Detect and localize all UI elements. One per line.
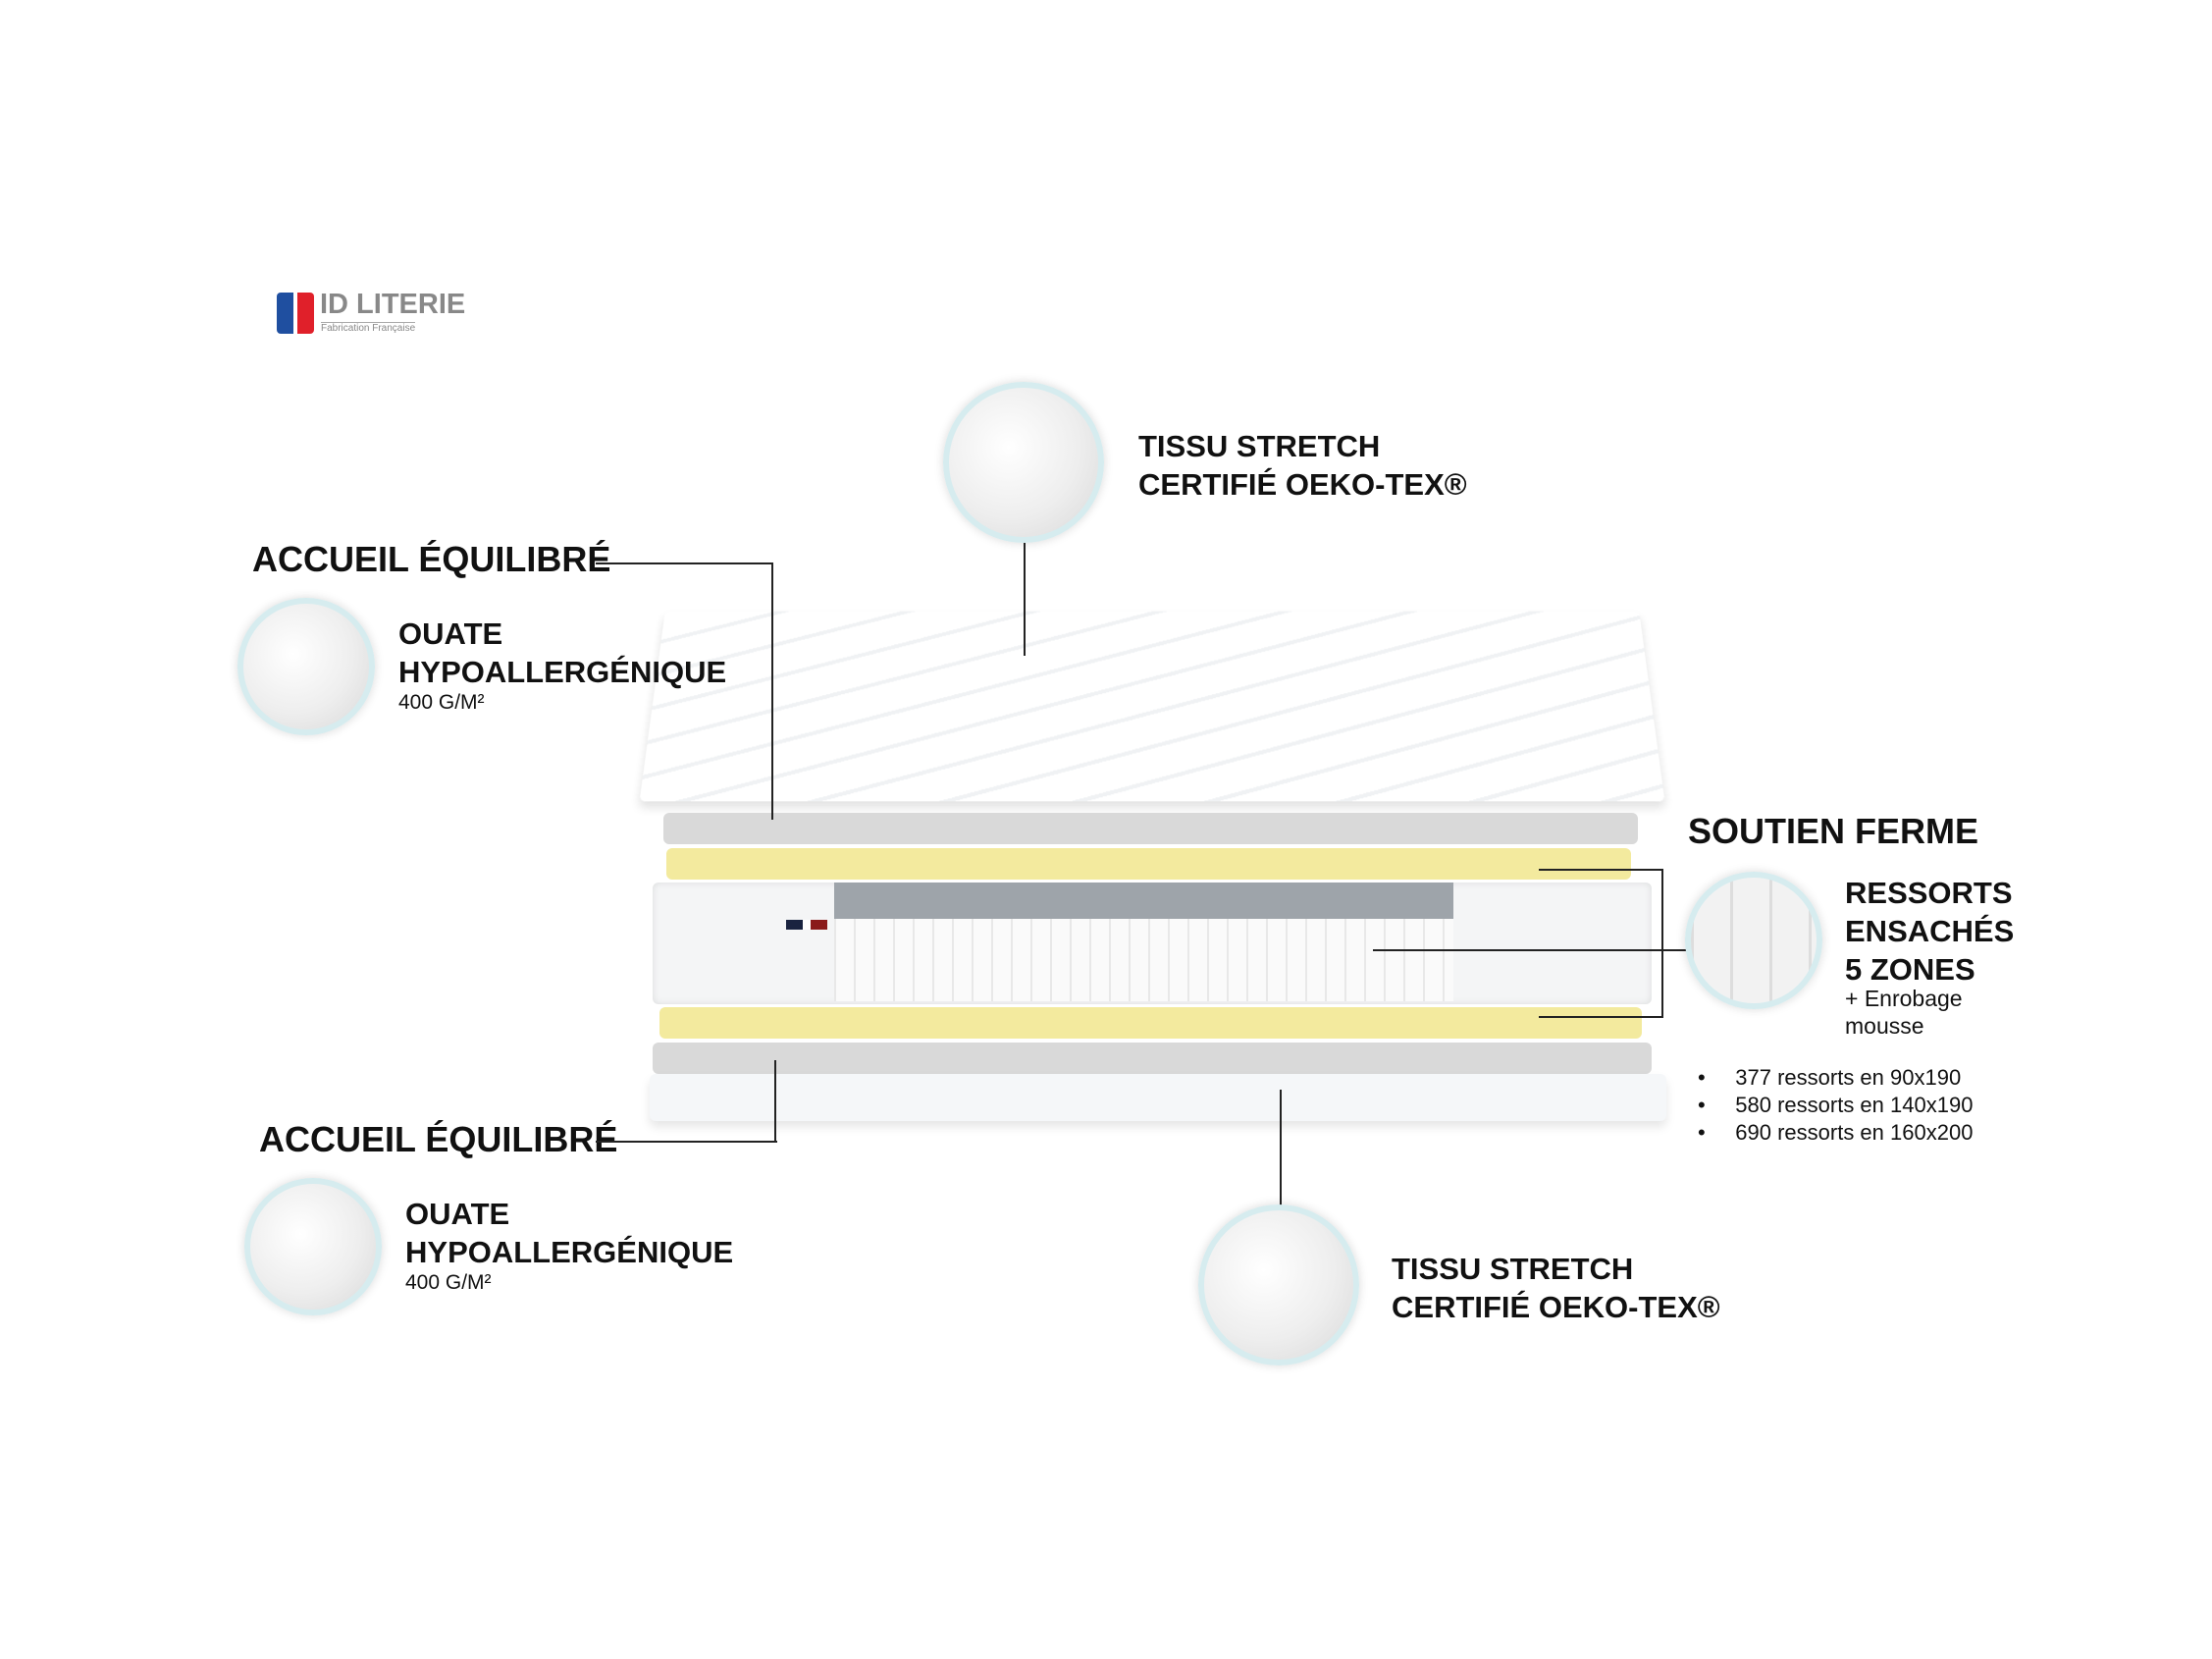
mattress-top-cover xyxy=(640,612,1665,802)
bracket-line xyxy=(1539,869,1663,871)
spring-count-list: • 377 ressorts en 90x190 • 580 ressorts … xyxy=(1698,1064,1973,1147)
felt-layer-top xyxy=(663,813,1638,844)
pocket-springs xyxy=(834,919,1453,1001)
bracket-line xyxy=(1661,869,1663,1018)
support-detail1: + Enrobage xyxy=(1845,986,1963,1012)
connector-line xyxy=(1280,1090,1282,1205)
support-line2: ENSACHÉS xyxy=(1845,913,2014,950)
wadding-sample-icon xyxy=(237,598,375,735)
support-detail2: mousse xyxy=(1845,1013,1924,1040)
bottom-cover-line2: CERTIFIÉ OEKO-TEX® xyxy=(1392,1289,1720,1326)
logo-tagline: Fabrication Française xyxy=(321,322,415,334)
foam-layer-bottom xyxy=(659,1007,1642,1039)
core-band xyxy=(834,883,1453,919)
comfort-bottom-line2: HYPOALLERGÉNIQUE xyxy=(405,1234,733,1271)
list-item: • 690 ressorts en 160x200 xyxy=(1698,1119,1973,1147)
comfort-top-detail: 400 G/M² xyxy=(398,689,485,716)
flag-logo-icon xyxy=(277,293,314,334)
fabric-sample-icon xyxy=(1198,1204,1359,1365)
connector-line xyxy=(596,562,773,564)
bottom-cover-line1: TISSU STRETCH xyxy=(1392,1251,1633,1288)
top-cover-line2: CERTIFIÉ OEKO-TEX® xyxy=(1138,466,1467,504)
connector-line xyxy=(1024,543,1026,656)
spring-core xyxy=(653,883,1652,1004)
bracket-line xyxy=(1539,1016,1663,1018)
flag-label-icon xyxy=(786,920,827,930)
comfort-top-line1: OUATE xyxy=(398,615,502,653)
wadding-sample-icon xyxy=(244,1178,382,1315)
comfort-top-title: ACCUEIL ÉQUILIBRÉ xyxy=(252,539,610,580)
bullet-text: 690 ressorts en 160x200 xyxy=(1735,1120,1973,1145)
bullet-text: 580 ressorts en 140x190 xyxy=(1735,1093,1973,1117)
list-item: • 377 ressorts en 90x190 xyxy=(1698,1064,1973,1092)
bullet-text: 377 ressorts en 90x190 xyxy=(1735,1065,1961,1090)
felt-layer-bottom xyxy=(653,1043,1652,1074)
list-item: • 580 ressorts en 140x190 xyxy=(1698,1092,1973,1119)
fabric-sample-icon xyxy=(943,382,1104,543)
connector-line xyxy=(596,1141,777,1143)
comfort-top-line2: HYPOALLERGÉNIQUE xyxy=(398,654,726,691)
top-cover-line1: TISSU STRETCH xyxy=(1138,428,1380,465)
comfort-bottom-title: ACCUEIL ÉQUILIBRÉ xyxy=(259,1119,617,1160)
support-title: SOUTIEN FERME xyxy=(1688,811,1978,852)
comfort-bottom-detail: 400 G/M² xyxy=(405,1269,492,1296)
connector-line xyxy=(1373,949,1688,951)
support-line3: 5 ZONES xyxy=(1845,951,1975,989)
foam-layer-top xyxy=(666,848,1631,880)
connector-line xyxy=(774,1060,776,1143)
comfort-bottom-line1: OUATE xyxy=(405,1196,509,1233)
logo: ID LITERIE Fabrication Française xyxy=(277,291,448,336)
connector-line xyxy=(771,562,773,820)
spring-sample-icon xyxy=(1685,872,1822,1009)
mattress-bottom-cover xyxy=(650,1074,1666,1121)
logo-brand: ID LITERIE xyxy=(320,289,465,321)
support-line1: RESSORTS xyxy=(1845,875,2013,912)
